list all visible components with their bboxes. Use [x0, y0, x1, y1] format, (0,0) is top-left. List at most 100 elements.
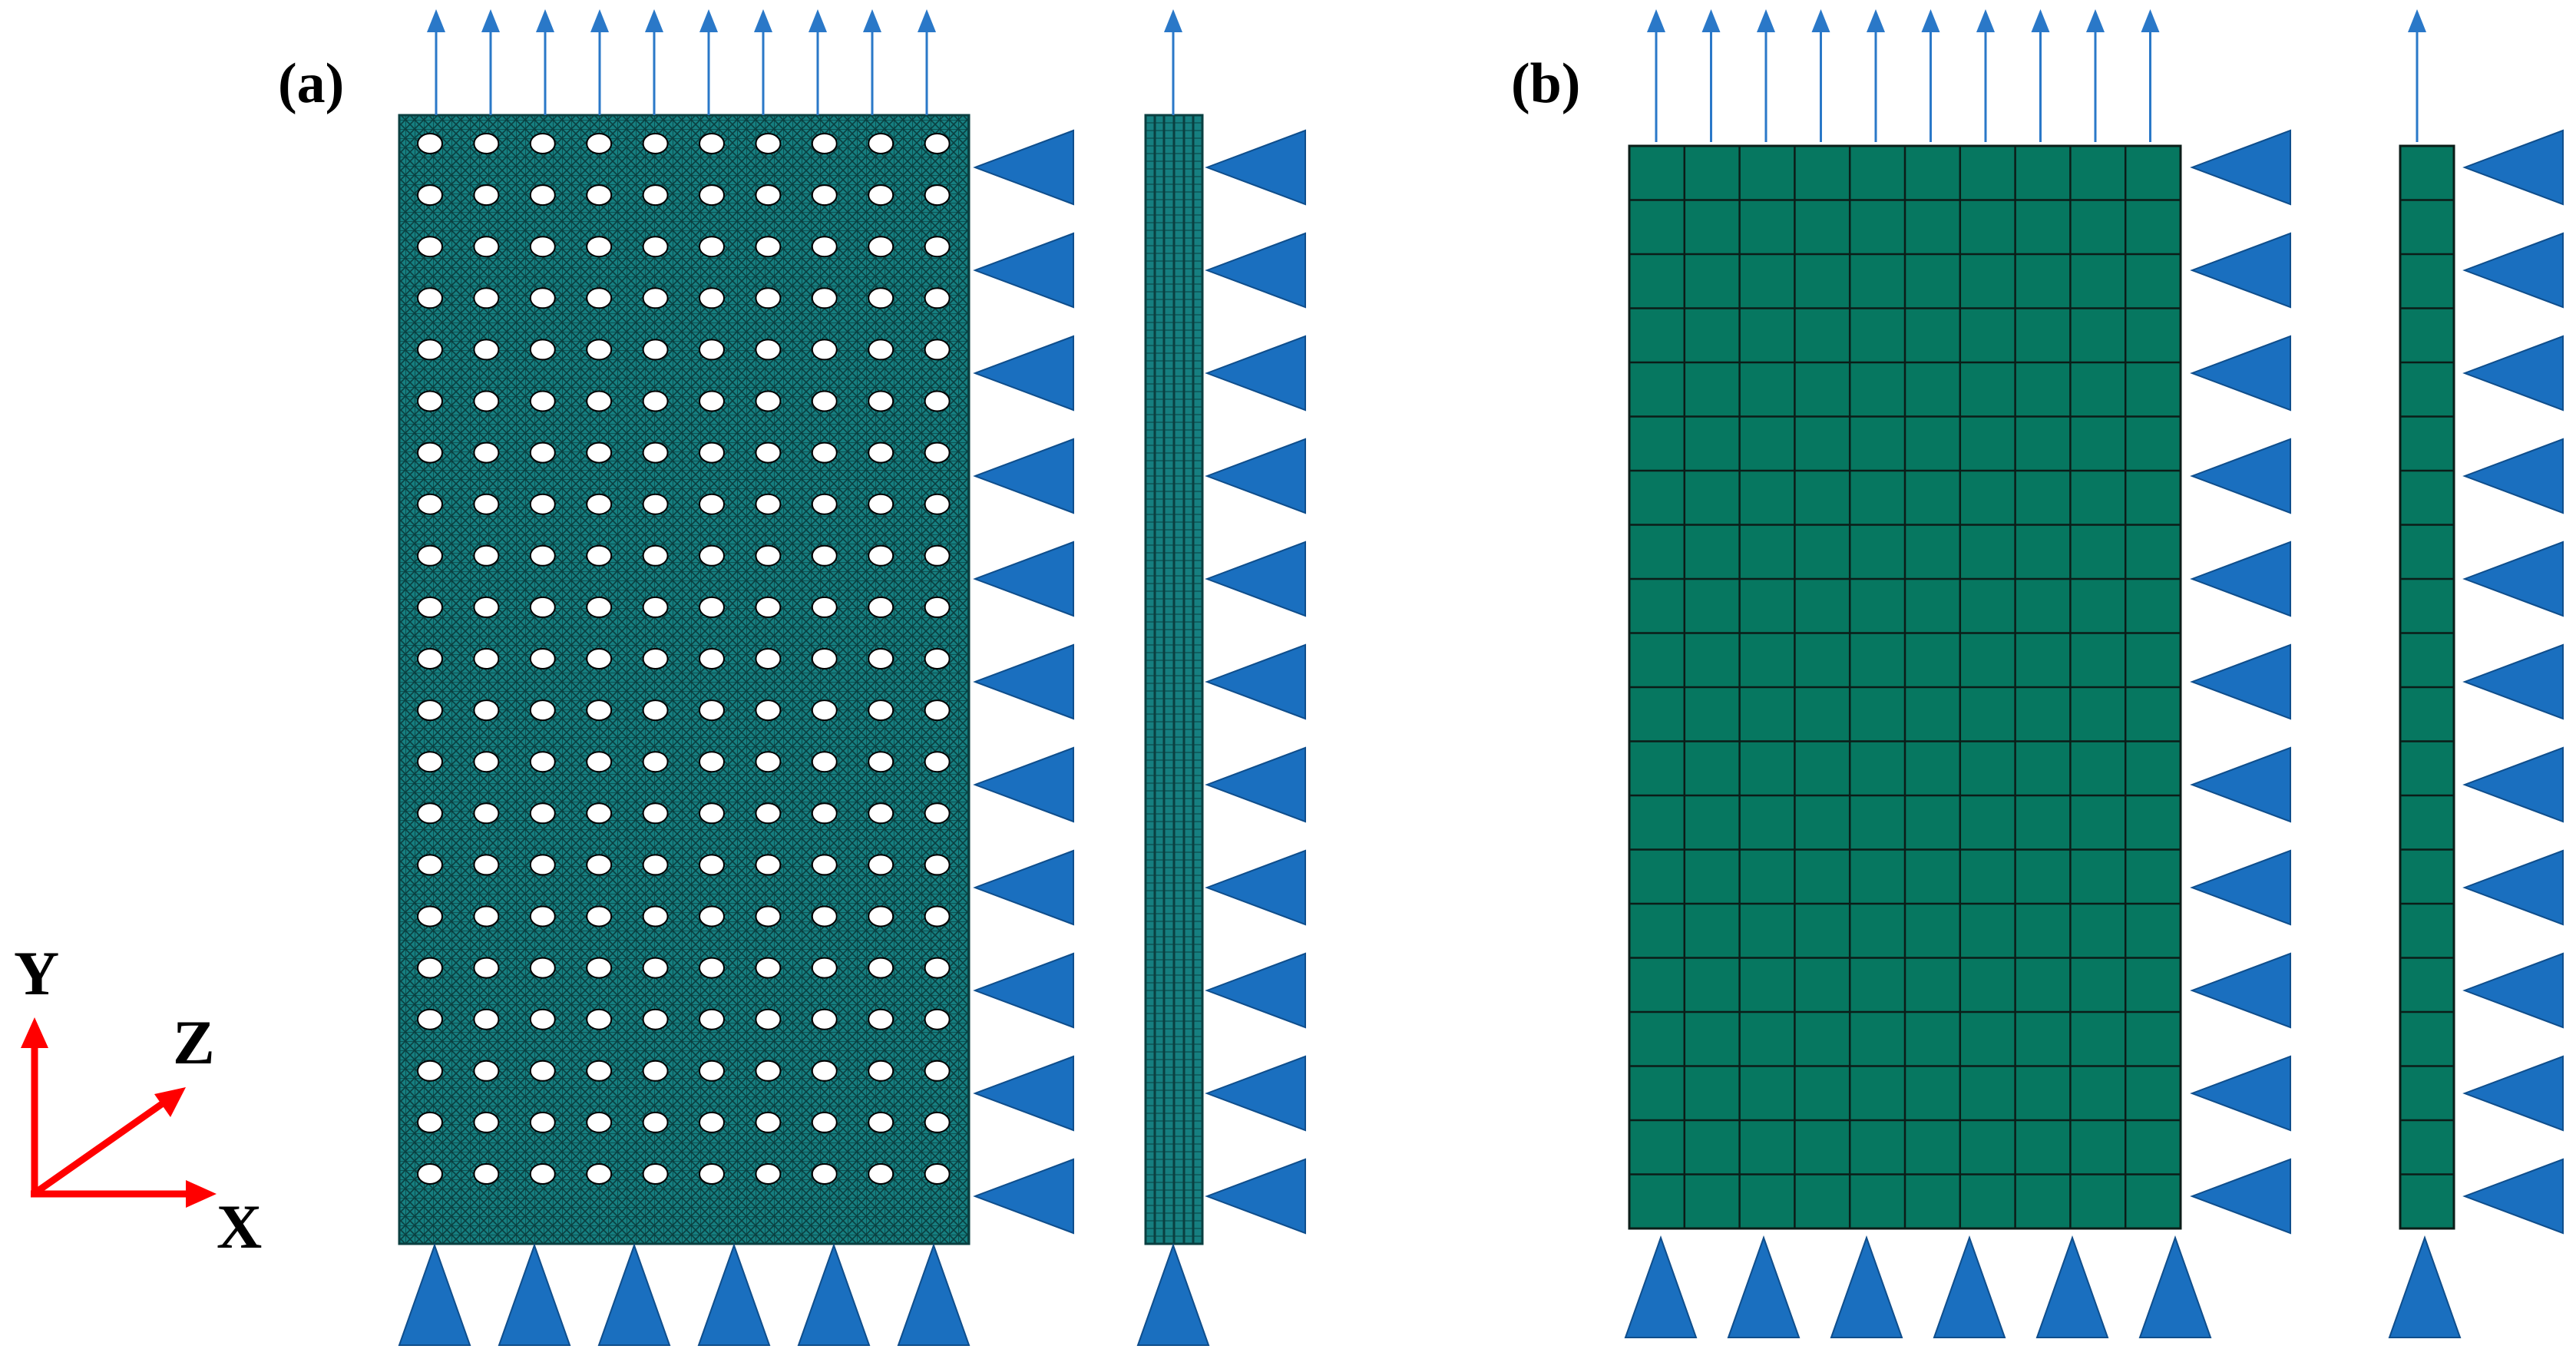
- hole: [529, 1111, 556, 1133]
- support-triangle: [973, 335, 1074, 412]
- bottom-supports-a: [398, 1243, 1210, 1346]
- hole: [811, 339, 838, 361]
- hole: [868, 339, 894, 361]
- hole: [755, 905, 782, 927]
- y-axis-label: Y: [14, 938, 59, 1008]
- hole: [417, 133, 443, 154]
- support-triangle: [1727, 1235, 1801, 1338]
- support-triangle: [2462, 129, 2564, 206]
- hole: [811, 1008, 838, 1030]
- hole: [417, 184, 443, 207]
- load-arrowhead: [645, 9, 663, 32]
- hole: [811, 236, 838, 258]
- x-axis-arrowhead: [186, 1180, 217, 1208]
- support-triangle: [2190, 438, 2291, 514]
- hole: [473, 905, 500, 927]
- hole: [924, 441, 951, 464]
- hole: [473, 544, 500, 567]
- hole: [642, 287, 669, 309]
- hole: [473, 802, 500, 825]
- support-triangle: [697, 1243, 771, 1346]
- hole: [586, 1163, 613, 1185]
- hole: [699, 957, 725, 979]
- hole: [924, 1060, 951, 1082]
- hole: [868, 751, 894, 773]
- hole: [924, 544, 951, 567]
- hole: [529, 544, 556, 567]
- hole: [473, 287, 500, 309]
- hole: [755, 133, 782, 154]
- hole: [699, 596, 725, 618]
- hole: [529, 905, 556, 927]
- hole: [473, 390, 500, 412]
- hole: [755, 648, 782, 670]
- hole: [586, 699, 613, 722]
- side-supports-a: [973, 129, 1074, 1235]
- hole: [811, 133, 838, 154]
- hole: [811, 751, 838, 773]
- hole: [586, 441, 613, 464]
- hole: [699, 493, 725, 515]
- load-arrow-side-b: [2408, 9, 2426, 142]
- hole: [642, 1060, 669, 1082]
- hole: [473, 1163, 500, 1185]
- coarse-mesh-plate: [1628, 144, 2182, 1230]
- hole: [473, 1111, 500, 1133]
- support-triangle: [973, 746, 1074, 823]
- hole: [755, 236, 782, 258]
- hole: [642, 544, 669, 567]
- support-triangle: [1205, 232, 1306, 309]
- hole: [924, 1008, 951, 1030]
- hole: [755, 1111, 782, 1133]
- hole: [417, 854, 443, 876]
- hole: [811, 905, 838, 927]
- hole: [811, 441, 838, 464]
- hole: [811, 184, 838, 207]
- hole: [811, 493, 838, 515]
- hole: [642, 751, 669, 773]
- load-arrowhead: [754, 9, 772, 32]
- hole: [924, 802, 951, 825]
- side-supports-a-side-view: [1205, 129, 1306, 1235]
- hole: [924, 854, 951, 876]
- hole: [755, 441, 782, 464]
- hole: [417, 1163, 443, 1185]
- hole: [811, 957, 838, 979]
- z-axis-arrow: [35, 1095, 173, 1195]
- support-triangle: [2462, 1055, 2564, 1132]
- panel-a-label: (a): [278, 52, 344, 115]
- hole: [755, 339, 782, 361]
- hole: [473, 1060, 500, 1082]
- hole: [755, 1008, 782, 1030]
- hole: [699, 1163, 725, 1185]
- hole: [586, 854, 613, 876]
- support-triangle: [2190, 746, 2291, 823]
- hole: [924, 648, 951, 670]
- hole: [417, 699, 443, 722]
- support-triangle: [2190, 849, 2291, 926]
- hole: [755, 544, 782, 567]
- hole: [924, 905, 951, 927]
- hole: [586, 133, 613, 154]
- support-triangle: [2462, 541, 2564, 617]
- hole: [755, 957, 782, 979]
- support-triangle: [797, 1243, 871, 1346]
- y-axis-arrowhead: [21, 1017, 48, 1048]
- hole: [417, 1008, 443, 1030]
- hole: [473, 493, 500, 515]
- hole: [811, 699, 838, 722]
- support-triangle: [1205, 952, 1306, 1029]
- hole: [699, 1111, 725, 1133]
- hole: [699, 751, 725, 773]
- side-supports-b-side-view: [2462, 129, 2564, 1235]
- hole: [924, 1111, 951, 1133]
- bottom-supports-b: [1624, 1235, 2462, 1338]
- hole: [417, 287, 443, 309]
- support-triangle: [597, 1243, 671, 1346]
- hole: [755, 751, 782, 773]
- load-arrowhead: [536, 9, 554, 32]
- hole: [529, 441, 556, 464]
- hole: [811, 1163, 838, 1185]
- hole: [473, 339, 500, 361]
- hole: [811, 390, 838, 412]
